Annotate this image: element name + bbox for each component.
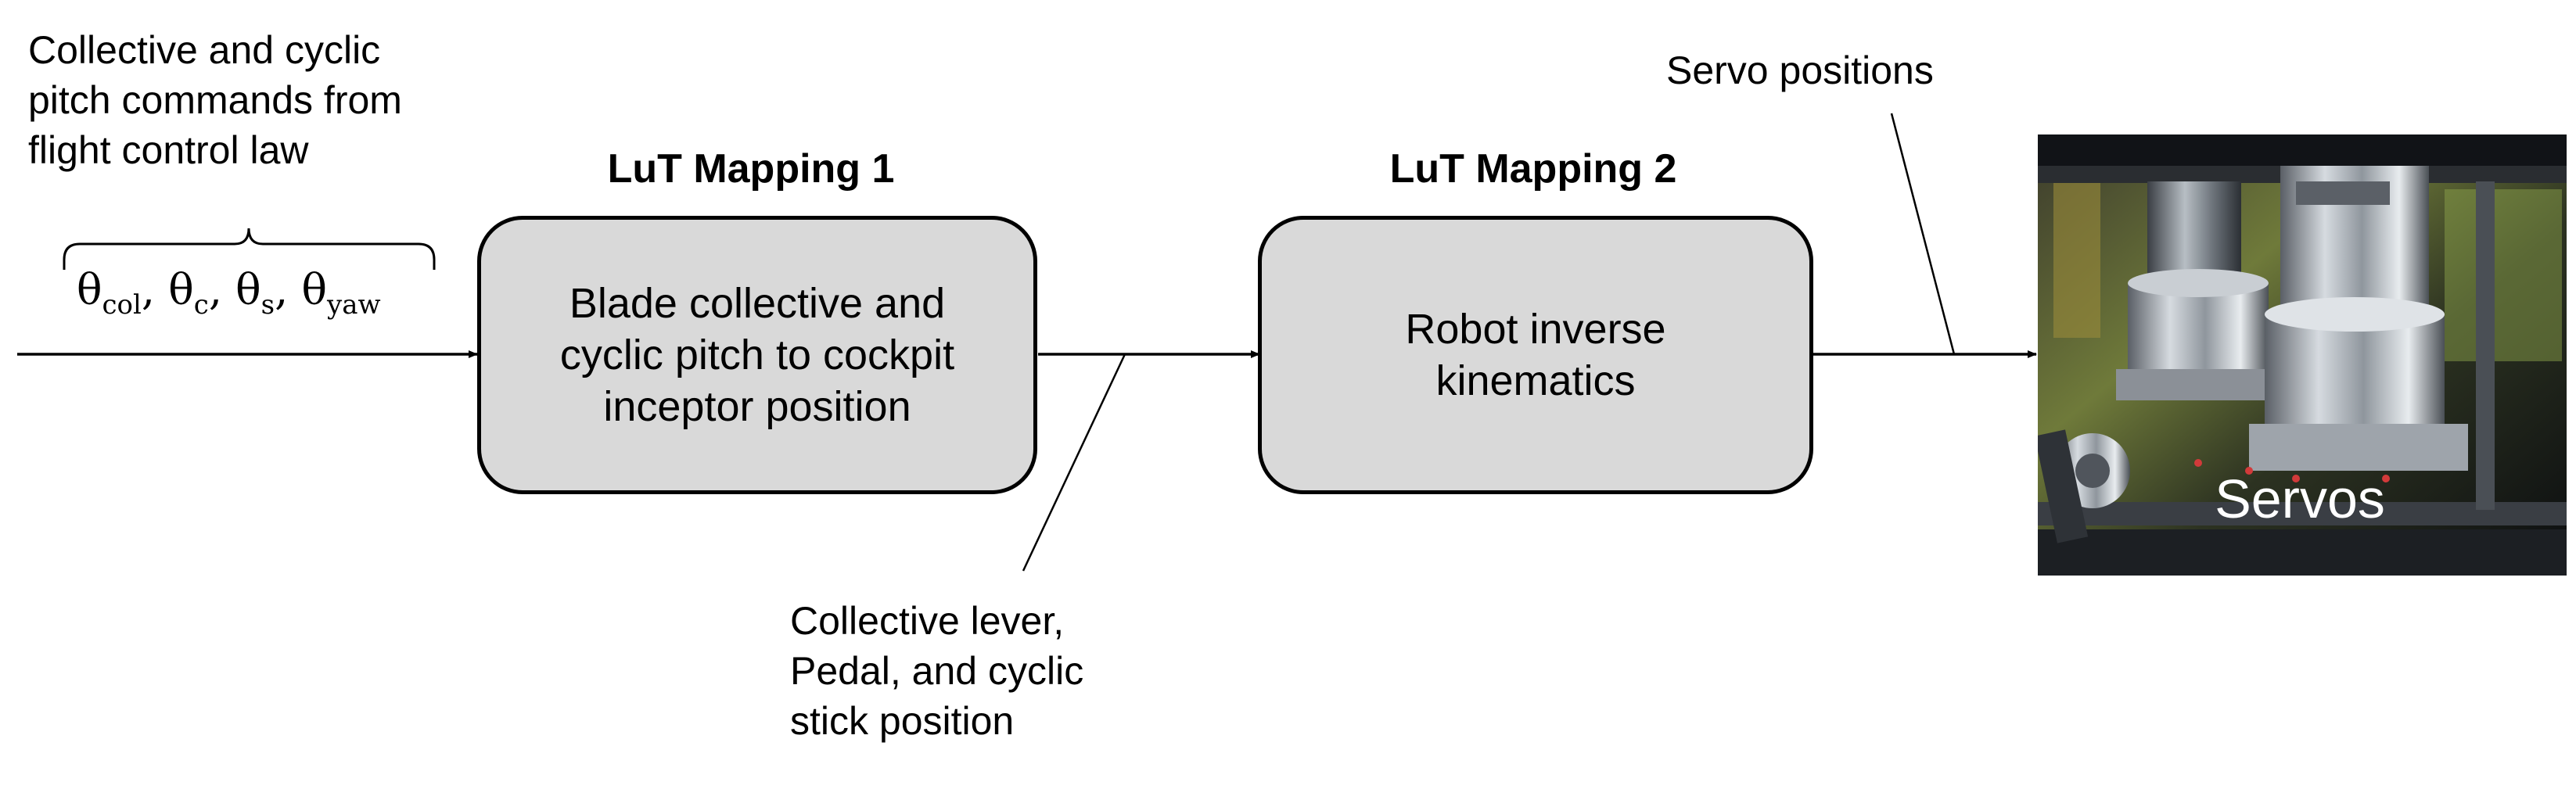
block1-box: Blade collective and cyclic pitch to coc… [477,216,1037,494]
block1-text: Blade collective and cyclic pitch to coc… [537,278,978,432]
input-symbols: θcol, θc, θs, θyaw [77,265,381,321]
block2-text: Robot inverse kinematics [1381,303,1689,407]
symbol-theta-yaw: θyaw [301,265,381,321]
input-label-line: flight control law [28,128,309,172]
input-label-line: Collective and cyclic [28,28,381,72]
block2-box: Robot inverse kinematics [1258,216,1813,494]
block1-line: Blade collective and [569,280,946,327]
block1-line: cyclic pitch to cockpit [559,332,955,378]
servos-label: Servos [2215,468,2385,529]
servo-leader-line [1890,113,1956,355]
intermediate-leader-line [1022,353,1126,572]
intermediate-label-line: stick position [790,699,1015,743]
symbol-theta-col: θcol [77,265,142,321]
block2-line: Robot inverse [1405,306,1666,353]
input-brace [63,228,436,270]
block2-title: LuT Mapping 2 [1389,146,1677,192]
block1-title: LuT Mapping 1 [607,146,895,192]
block2-line: kinematics [1435,357,1636,404]
symbol-theta-c: θc [168,265,209,321]
block1-line: inceptor position [603,383,911,430]
servo-positions-label: Servo positions [1666,48,1934,92]
intermediate-label-line: Pedal, and cyclic [790,649,1084,693]
intermediate-label-line: Collective lever, [790,599,1065,643]
servos-photo [2038,134,2567,576]
symbol-theta-s: θs [235,265,275,321]
servos-photo-graphic [2038,134,2567,576]
input-label: Collective and cyclic pitch commands fro… [28,25,529,175]
input-label-line: pitch commands from [28,78,402,122]
intermediate-label: Collective lever, Pedal, and cyclic stic… [790,596,1213,746]
